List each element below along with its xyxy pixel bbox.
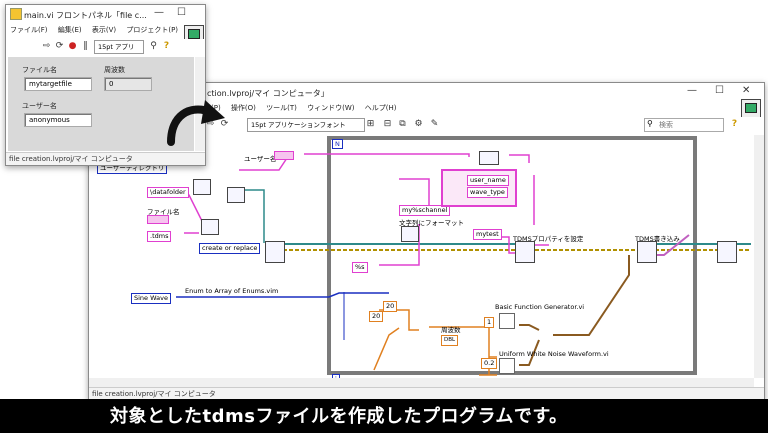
enum-array-label: Enum to Array of Enums.vim xyxy=(185,287,279,295)
window-title: ction.lvproj/マイ コンピュータ」 xyxy=(207,89,329,98)
username-field[interactable]: anonymous xyxy=(24,113,92,127)
datafolder-constant[interactable]: \datafolder xyxy=(147,187,189,198)
basic-function-generator-subvi[interactable] xyxy=(499,313,515,329)
filename-label: ファイル名 xyxy=(147,208,180,216)
user-name-constant[interactable]: user_name xyxy=(467,175,509,186)
reorder-icon[interactable]: ⚙ xyxy=(414,119,423,129)
menu-project[interactable]: プロジェクト(P) xyxy=(126,26,179,34)
menu-view[interactable]: 表示(V) xyxy=(91,26,117,34)
distribute-icon[interactable]: ⊟ xyxy=(383,119,392,129)
status-bar: file creation.lvproj/マイ コンピュータ xyxy=(89,387,764,400)
resize-icon[interactable]: ⧉ xyxy=(399,119,406,129)
vertical-scrollbar[interactable] xyxy=(195,57,205,151)
menu-window[interactable]: ウィンドウ(W) xyxy=(307,104,355,112)
set-prop-label: TDMSプロパティを設定 xyxy=(513,235,584,243)
freq-label: 周波数 xyxy=(104,66,125,74)
loop-count-terminal: N xyxy=(332,139,343,149)
run-continuous-icon[interactable]: ⟳ xyxy=(220,119,229,129)
vertical-scrollbar[interactable] xyxy=(754,135,764,378)
cleanup-icon[interactable]: ✎ xyxy=(430,119,439,129)
block-diagram-menubar: ト(P) 操作(O) ツール(T) ウィンドウ(W) ヘルプ(H) xyxy=(204,103,764,116)
tdms-open-node[interactable] xyxy=(265,241,285,263)
block-diagram-window: ction.lvproj/マイ コンピュータ」 — ☐ ✕ ト(P) 操作(O)… xyxy=(88,82,765,401)
username-label: ユーザー名 xyxy=(244,155,277,163)
username-label: ユーザー名 xyxy=(22,102,57,110)
labview-icon xyxy=(10,8,22,20)
tdms-write-node[interactable] xyxy=(637,241,657,263)
tdms-ext-constant[interactable]: .tdms xyxy=(147,231,172,242)
minimize-icon[interactable]: — xyxy=(154,7,164,18)
window-title: main.vi フロントパネル「file c... xyxy=(24,11,147,20)
build-path-node[interactable] xyxy=(193,179,211,195)
mychannel-constant[interactable]: my%schannel xyxy=(399,205,451,216)
search-input[interactable]: ⚲ 検索 xyxy=(644,118,724,132)
search-icon: ⚲ xyxy=(647,119,653,128)
tdms-close-node[interactable] xyxy=(717,241,737,263)
front-panel-canvas: ファイル名 mytargetfile 周波数 0 ユーザー名 anonymous xyxy=(8,57,194,151)
uniform-white-noise-subvi[interactable] xyxy=(499,358,515,374)
format-string-label: 文字列にフォーマット xyxy=(399,219,464,227)
caption-bar xyxy=(0,399,768,433)
abort-icon[interactable]: ● xyxy=(68,41,77,51)
uwn-label: Uniform White Noise Waveform.vi xyxy=(499,350,609,358)
maximize-icon[interactable]: ☐ xyxy=(715,85,724,96)
curved-arrow-icon xyxy=(167,100,225,146)
search-icon[interactable]: ⚲ xyxy=(150,41,157,51)
const-20-b[interactable]: 20 xyxy=(369,311,384,322)
format-string-node[interactable] xyxy=(401,226,419,242)
status-bar: file creation.lvproj/マイ コンピュータ xyxy=(6,152,205,165)
create-or-replace-enum[interactable]: create or replace xyxy=(199,243,261,254)
username-terminal[interactable] xyxy=(274,151,294,160)
sine-wave-enum[interactable]: Sine Wave xyxy=(131,293,171,304)
pause-icon[interactable]: ‖ xyxy=(83,41,88,51)
maximize-icon[interactable]: ☐ xyxy=(177,7,186,18)
bfg-label: Basic Function Generator.vi xyxy=(495,303,585,311)
bundle-node[interactable] xyxy=(479,151,499,165)
const-1[interactable]: 1 xyxy=(484,317,495,328)
menu-operate[interactable]: 操作(O) xyxy=(230,104,256,112)
font-select[interactable]: 15pt アプリ xyxy=(94,40,144,54)
run-continuous-icon[interactable]: ⟳ xyxy=(55,41,64,51)
close-icon[interactable]: ✕ xyxy=(742,85,751,96)
set-properties-node[interactable] xyxy=(515,241,535,263)
run-icon[interactable]: ⇨ xyxy=(206,119,215,129)
front-panel-toolbar: ⇨ ⟳ ● ‖ 15pt アプリ ⚲ ? xyxy=(6,39,205,55)
horizontal-scrollbar[interactable] xyxy=(89,378,754,388)
help-icon[interactable]: ? xyxy=(163,41,170,51)
menu-file[interactable]: ファイル(F) xyxy=(10,26,48,34)
front-panel-menubar: ファイル(F) 編集(E) 表示(V) プロジェクト(P) xyxy=(10,25,205,38)
freq-indicator: 0 xyxy=(104,77,152,91)
filename-terminal[interactable] xyxy=(147,215,169,224)
block-diagram-titlebar: ction.lvproj/マイ コンピュータ」 — ☐ ✕ xyxy=(89,83,764,101)
concat-string-node[interactable] xyxy=(201,219,219,235)
block-diagram-toolbar: ⇨ ⟳ 15pt アプリケーションフォント ⊞ ⊟ ⧉ ⚙ ✎ ⚲ 検索 ? xyxy=(89,117,764,133)
menu-help[interactable]: ヘルプ(H) xyxy=(364,104,397,112)
freq-label: 周波数 xyxy=(441,326,461,334)
filename-field[interactable]: mytargetfile xyxy=(24,77,92,91)
menu-edit[interactable]: 編集(E) xyxy=(57,26,82,34)
mytest-constant[interactable]: mytest xyxy=(473,229,502,240)
wave-type-constant[interactable]: wave_type xyxy=(467,187,508,198)
menu-tools[interactable]: ツール(T) xyxy=(266,104,297,112)
vi-icon-bd xyxy=(741,99,761,119)
tdms-write-label: TDMS書き込み xyxy=(635,235,680,243)
const-20-a[interactable]: 20 xyxy=(383,301,398,312)
freq-indicator: DBL xyxy=(441,335,459,346)
run-icon[interactable]: ⇨ xyxy=(42,41,51,51)
filename-label: ファイル名 xyxy=(22,66,57,74)
help-icon[interactable]: ? xyxy=(731,119,738,129)
caption-text: 対象としたtdmsファイルを作成したプログラムです。 xyxy=(110,406,568,427)
const-0-2[interactable]: 0.2 xyxy=(481,358,498,369)
align-icon[interactable]: ⊞ xyxy=(366,119,375,129)
font-select[interactable]: 15pt アプリケーションフォント xyxy=(247,118,365,132)
front-panel-titlebar: main.vi フロントパネル「file c... — ☐ xyxy=(6,5,205,23)
minimize-icon[interactable]: — xyxy=(687,85,697,96)
search-placeholder: 検索 xyxy=(659,121,673,129)
build-path-node-2[interactable] xyxy=(227,187,245,203)
fmt-constant[interactable]: %s xyxy=(352,262,368,273)
